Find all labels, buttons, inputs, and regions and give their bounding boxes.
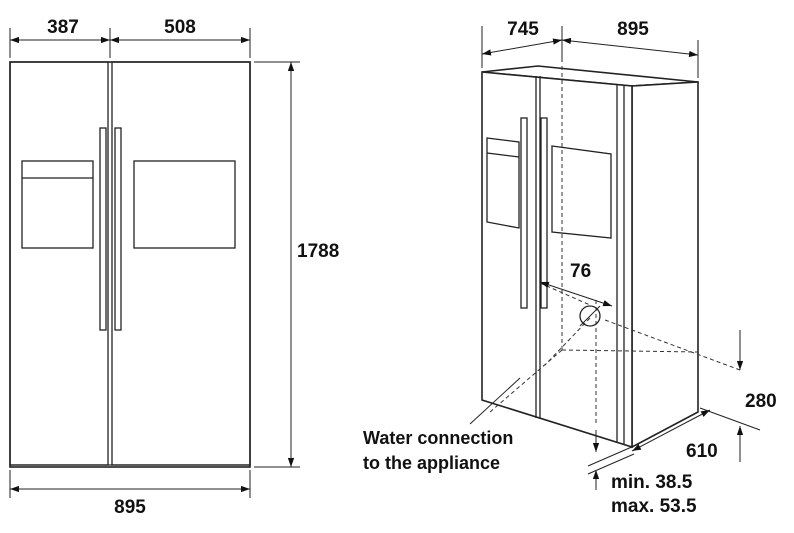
hidden-edge <box>544 317 591 366</box>
width-arrow-3d <box>561 37 699 58</box>
fridge-body-front <box>9 61 251 468</box>
ext-line <box>587 445 635 467</box>
hidden-edge <box>604 319 741 371</box>
handle-offset-arrow <box>539 281 613 307</box>
front-view: 387 508 1788 895 <box>9 17 339 518</box>
connection-depth-label: 610 <box>686 441 718 462</box>
total-width-label: 895 <box>114 497 146 518</box>
handle-right-3d <box>540 117 548 309</box>
display-panel-3d <box>551 145 612 239</box>
side-face <box>631 81 699 449</box>
front-face <box>481 71 633 449</box>
ext-line <box>587 453 635 475</box>
dispenser-line <box>486 152 520 158</box>
water-connection-label-1: Water connection <box>363 428 513 448</box>
water-leader-line <box>469 377 521 425</box>
depth-arrow <box>481 38 563 56</box>
right-door <box>111 61 251 466</box>
clearance-max-label: max. 53.5 <box>611 496 697 517</box>
left-width-label: 387 <box>47 17 79 38</box>
handle-left-3d <box>520 117 528 309</box>
hidden-edge <box>561 349 699 353</box>
water-connection-label-2: to the appliance <box>363 453 500 473</box>
dispenser-panel <box>21 160 94 249</box>
left-handle <box>99 127 107 331</box>
left-door <box>9 61 109 466</box>
water-connection-mark <box>579 305 601 327</box>
handle-offset-label: 76 <box>570 261 591 282</box>
depth-label: 745 <box>507 19 539 40</box>
right-handle <box>114 127 122 331</box>
dispenser-panel-3d <box>486 137 520 229</box>
ext-line <box>699 407 761 431</box>
right-display-panel <box>133 160 236 249</box>
perspective-view: 745 895 76 280 610 min. 38.5 max. 53.5 W… <box>363 19 777 517</box>
width-label-3d: 895 <box>617 19 649 40</box>
height-label: 1788 <box>297 241 339 262</box>
connection-depth-arrow <box>631 409 711 452</box>
clearance-min-label: min. 38.5 <box>611 472 693 493</box>
connection-height-label: 280 <box>745 391 777 412</box>
right-width-label: 508 <box>164 17 196 38</box>
